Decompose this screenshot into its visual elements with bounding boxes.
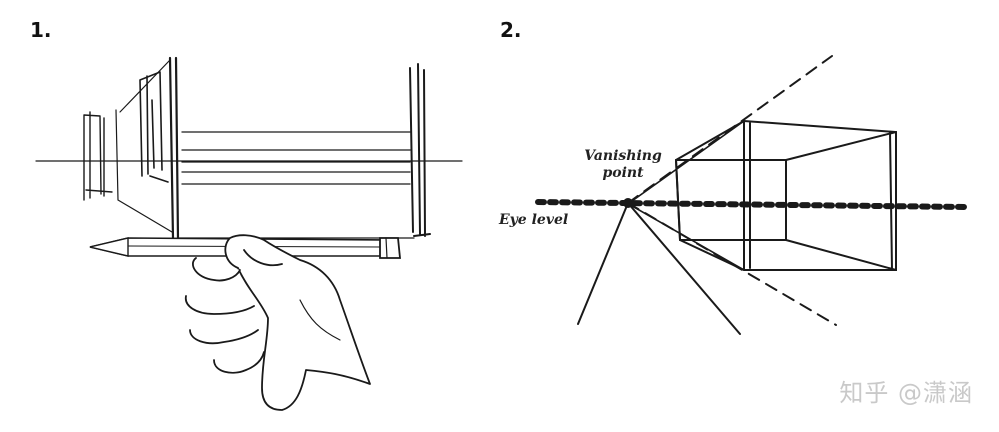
perspective-diagram: [535, 55, 967, 335]
perspective-box: [674, 119, 897, 271]
left-door: [83, 111, 113, 201]
watermark: 知乎 @潇涵: [839, 379, 973, 407]
sight-line-right: [627, 202, 741, 335]
receding-wall: [115, 59, 173, 233]
vanishing-point-label: Vanishing point: [584, 148, 662, 181]
panel-1-number: 1.: [30, 18, 52, 42]
middle-door: [139, 71, 169, 183]
hand: [184, 234, 371, 411]
hallway-sketch: [35, 56, 463, 242]
panel-2-number: 2.: [500, 18, 522, 42]
sight-line-left: [577, 202, 629, 325]
right-corner: [409, 63, 431, 237]
wall-boards: [181, 131, 411, 185]
near-corner: [168, 56, 180, 242]
vanishing-point-dot: [623, 198, 633, 208]
eye-level-label: Eye level: [499, 212, 569, 228]
